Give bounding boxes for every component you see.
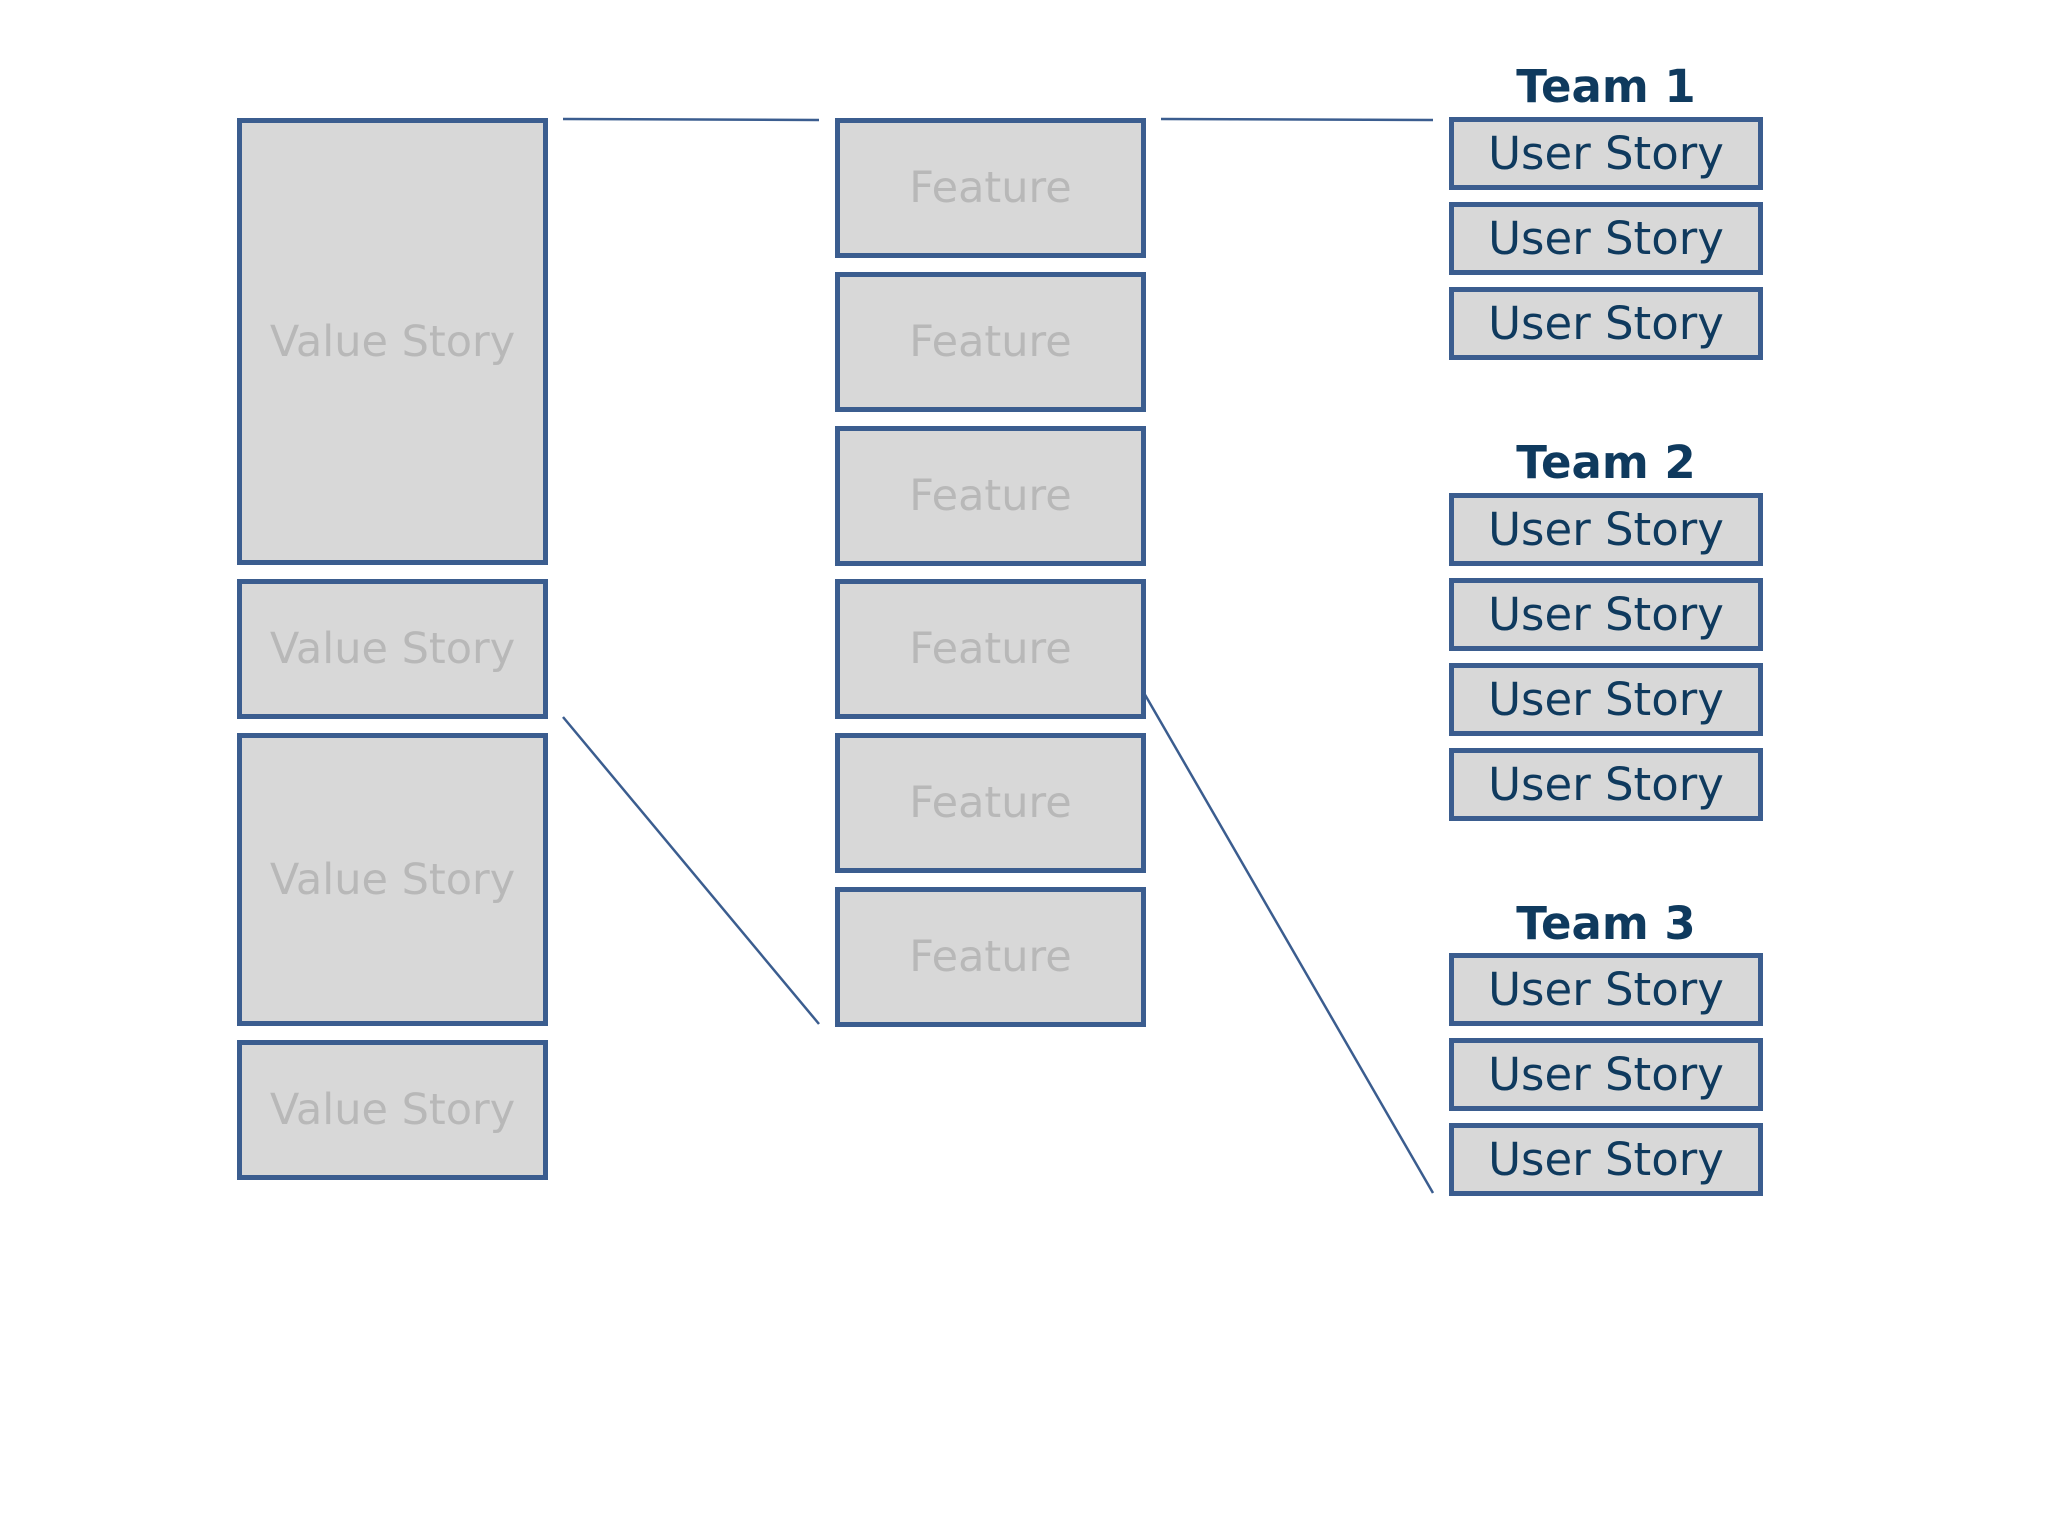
user-story-box: User Story xyxy=(1449,117,1763,190)
value-story-box: Value Story xyxy=(237,579,548,719)
team-3-label: Team 3 xyxy=(1516,897,1696,950)
feature-label: Feature xyxy=(909,317,1072,367)
connector-value-to-feature-bottom xyxy=(562,716,820,1025)
user-story-box: User Story xyxy=(1449,287,1763,360)
feature-box: Feature xyxy=(835,426,1146,566)
feature-label: Feature xyxy=(909,932,1072,982)
team-1-label: Team 1 xyxy=(1516,60,1696,113)
value-story-label: Value Story xyxy=(269,316,516,367)
value-story-label: Value Story xyxy=(269,854,516,905)
team-2-label: Team 2 xyxy=(1516,436,1696,489)
user-story-label: User Story xyxy=(1488,503,1724,556)
connector-feature-to-stories-bottom xyxy=(1142,692,1435,1194)
feature-box: Feature xyxy=(835,733,1146,873)
user-story-label: User Story xyxy=(1488,758,1724,811)
user-story-label: User Story xyxy=(1488,673,1724,726)
user-story-label: User Story xyxy=(1488,212,1724,265)
feature-label: Feature xyxy=(909,163,1072,213)
user-story-box: User Story xyxy=(1449,1038,1763,1111)
value-story-label: Value Story xyxy=(269,1085,516,1135)
connector-feature-to-stories-top xyxy=(1160,117,1434,122)
user-story-box: User Story xyxy=(1449,1123,1763,1196)
user-story-label: User Story xyxy=(1488,297,1724,350)
user-story-label: User Story xyxy=(1488,963,1724,1016)
user-story-label: User Story xyxy=(1488,1133,1724,1186)
feature-box: Feature xyxy=(835,579,1146,719)
user-story-box: User Story xyxy=(1449,663,1763,736)
user-story-label: User Story xyxy=(1488,1048,1724,1101)
feature-box: Feature xyxy=(835,272,1146,412)
user-story-box: User Story xyxy=(1449,202,1763,275)
feature-label: Feature xyxy=(909,778,1072,828)
feature-label: Feature xyxy=(909,624,1072,674)
user-story-box: User Story xyxy=(1449,748,1763,821)
value-story-label: Value Story xyxy=(269,624,516,674)
user-story-label: User Story xyxy=(1488,127,1724,180)
value-story-box: Value Story xyxy=(237,118,548,565)
user-story-label: User Story xyxy=(1488,588,1724,641)
feature-label: Feature xyxy=(909,471,1072,521)
feature-box: Feature xyxy=(835,118,1146,258)
value-story-box: Value Story xyxy=(237,733,548,1026)
user-story-box: User Story xyxy=(1449,578,1763,651)
user-story-box: User Story xyxy=(1449,953,1763,1026)
connector-value-to-feature-top xyxy=(562,117,820,122)
value-story-box: Value Story xyxy=(237,1040,548,1180)
user-story-box: User Story xyxy=(1449,493,1763,566)
feature-box: Feature xyxy=(835,887,1146,1027)
